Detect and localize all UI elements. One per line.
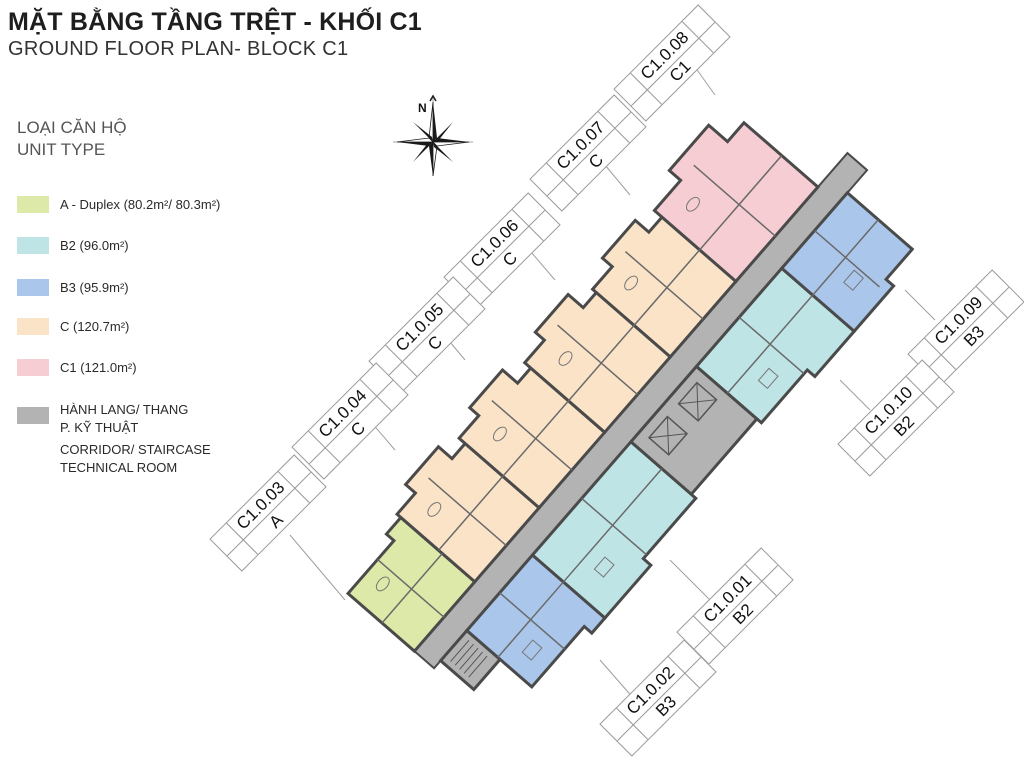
legend-heading: LOẠI CĂN HỘ UNIT TYPE (17, 117, 127, 161)
legend-swatch-a (17, 196, 49, 213)
legend-swatch-c1 (17, 359, 49, 376)
legend-label-a: A - Duplex (80.2m²/ 80.3m²) (60, 197, 221, 212)
legend-item-corridor: HÀNH LANG/ THANG P. KỸ THUẬT CORRIDOR/ S… (17, 401, 211, 477)
legend-item-b2: B2 (96.0m²) (17, 237, 129, 255)
legend-label-c1: C1 (121.0m²) (60, 360, 137, 375)
legend-item-b3: B3 (95.9m²) (17, 279, 129, 297)
legend-label-corridor-vi-1: HÀNH LANG/ THANG (60, 402, 189, 417)
legend-swatch-c (17, 318, 49, 335)
legend-label-b3: B3 (95.9m²) (60, 280, 129, 295)
legend-item-c: C (120.7m²) (17, 318, 129, 336)
compass-icon (393, 94, 473, 177)
legend-label-corridor-vi-2: P. KỸ THUẬT (60, 420, 139, 435)
legend-swatch-corridor (17, 407, 49, 424)
unit-c1-0-01[interactable] (530, 439, 703, 621)
legend-label-corridor-en-1: CORRIDOR/ STAIRCASE (60, 442, 211, 457)
legend-heading-en: UNIT TYPE (17, 140, 106, 159)
legend-swatch-b3 (17, 279, 49, 296)
leader-lines (289, 59, 936, 701)
legend-heading-vi: LOẠI CĂN HỘ (17, 118, 127, 137)
legend-label-c: C (120.7m²) (60, 319, 130, 334)
compass-north-label: N (418, 101, 427, 115)
building-block (345, 120, 920, 692)
legend-corridor-text: HÀNH LANG/ THANG P. KỸ THUẬT CORRIDOR/ S… (60, 401, 211, 477)
legend-label-corridor-en-2: TECHNICAL ROOM (60, 460, 178, 475)
page-subtitle: GROUND FLOOR PLAN- BLOCK C1 (8, 38, 349, 60)
legend-label-b2: B2 (96.0m²) (60, 238, 129, 253)
unit-c1-0-09[interactable] (779, 190, 920, 334)
legend-swatch-b2 (17, 237, 49, 254)
legend-item-a-duplex: A - Duplex (80.2m²/ 80.3m²) (17, 196, 220, 214)
page-title: MẶT BẰNG TẦNG TRỆT - KHỐI C1 (8, 8, 422, 36)
legend-item-c1: C1 (121.0m²) (17, 359, 137, 377)
